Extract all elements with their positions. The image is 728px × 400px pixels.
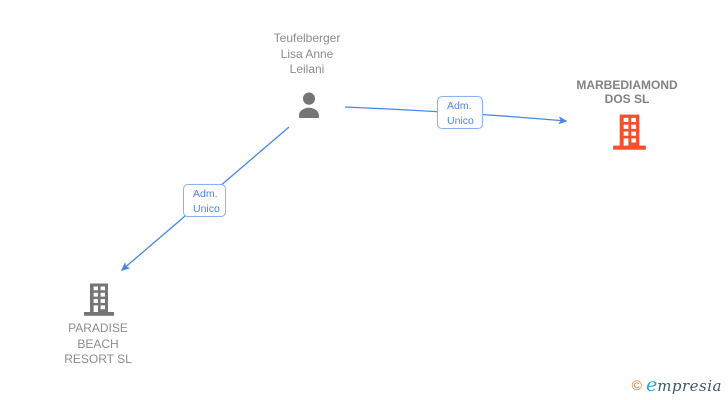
brand-initial: e <box>645 374 658 396</box>
brand-name: mpresia <box>657 377 722 395</box>
empresia-logo[interactable]: ©empresia <box>632 374 722 396</box>
company-node-label-marbediamond[interactable]: MARBEDIAMOND DOS SL <box>576 78 678 106</box>
building-icon-paradise[interactable] <box>82 282 116 322</box>
company-node-label-paradise[interactable]: PARADISE BEACH RESORT SL <box>64 321 132 366</box>
edge-label-adm-unico-1: Adm. Unico <box>437 96 483 129</box>
edge-label-adm-unico-2: Adm. Unico <box>183 184 226 217</box>
person-node-label[interactable]: Teufelberger Lisa Anne Leilani <box>273 31 341 76</box>
person-icon[interactable] <box>292 87 326 127</box>
copyright-icon: © <box>631 377 642 393</box>
building-icon-marbediamond[interactable] <box>611 113 648 156</box>
